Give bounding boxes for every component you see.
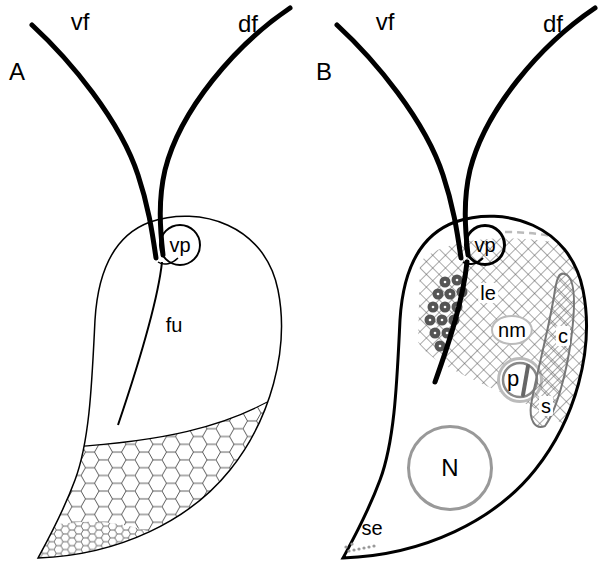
outline-ellipse (160, 225, 200, 265)
dorsal-flagellum (160, 8, 290, 255)
part-label: vf (376, 10, 395, 34)
part-label: df (238, 12, 258, 36)
outline-ellipse (409, 427, 492, 510)
ventral-flagellum (337, 25, 461, 258)
panel-b (337, 8, 596, 558)
node-label: nm (498, 320, 526, 340)
hex-small-pattern (0, 522, 160, 562)
node-label: vp (474, 235, 495, 255)
striated-dots (344, 542, 375, 552)
inner-ring (503, 363, 537, 397)
part-label: vf (71, 10, 90, 34)
panel-letter: A (9, 60, 25, 84)
outline-ellipse (466, 226, 505, 265)
ventral-flagellum (32, 25, 156, 258)
panel-letter: B (316, 60, 332, 84)
hex-small-ground (0, 522, 160, 562)
panel-a (0, 8, 310, 562)
node-label: N (441, 456, 458, 480)
crosshatch-region (418, 238, 596, 425)
part-label: le (478, 283, 498, 303)
organelle-ellipse: nm (491, 315, 533, 345)
cell-outline (38, 216, 281, 558)
outline-ellipse (492, 316, 532, 344)
organelle-band: c (527, 270, 579, 430)
part-label: fu (166, 315, 183, 335)
boundary-line (70, 388, 290, 447)
furrow-flagellum (435, 262, 467, 382)
node-label: c (556, 326, 570, 346)
dorsal-flagellum (465, 8, 595, 255)
node-outline (527, 270, 579, 430)
furrow-line (118, 262, 162, 425)
part-label: s (539, 396, 553, 416)
cell-outline (343, 216, 586, 558)
node-label: vp (169, 235, 190, 255)
node-label: p (507, 368, 519, 390)
nucleus-circle: N (407, 425, 493, 511)
part-label: df (543, 12, 563, 36)
inner-bar (523, 366, 528, 395)
pocket-circle: vp (464, 224, 506, 266)
outline-band (531, 274, 574, 427)
part-label: se (361, 518, 382, 538)
pocket-circle: vp (159, 224, 201, 266)
